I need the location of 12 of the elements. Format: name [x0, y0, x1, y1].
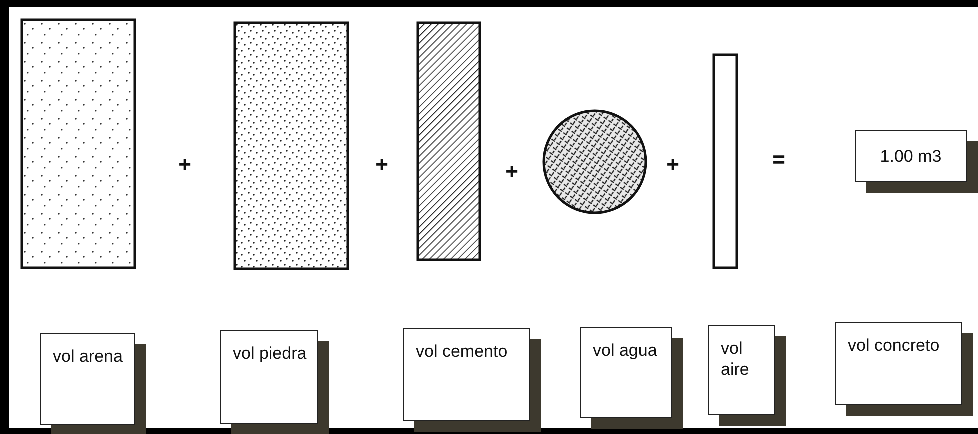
operator-sign: + — [506, 159, 518, 185]
card-text: vol cemento — [416, 341, 508, 362]
operator-sign: = — [772, 147, 786, 173]
card-text: vol aire — [721, 338, 750, 380]
card-text: vol arena — [53, 346, 123, 367]
operator-sign: + — [178, 152, 192, 178]
card-text: vol piedra — [233, 343, 307, 364]
card-text: vol concreto — [848, 335, 940, 356]
card-text: 1.00 m3 — [880, 146, 942, 166]
card-text: vol agua — [593, 340, 658, 361]
operator-sign: + — [376, 152, 388, 178]
operator-sign: + — [666, 152, 680, 178]
